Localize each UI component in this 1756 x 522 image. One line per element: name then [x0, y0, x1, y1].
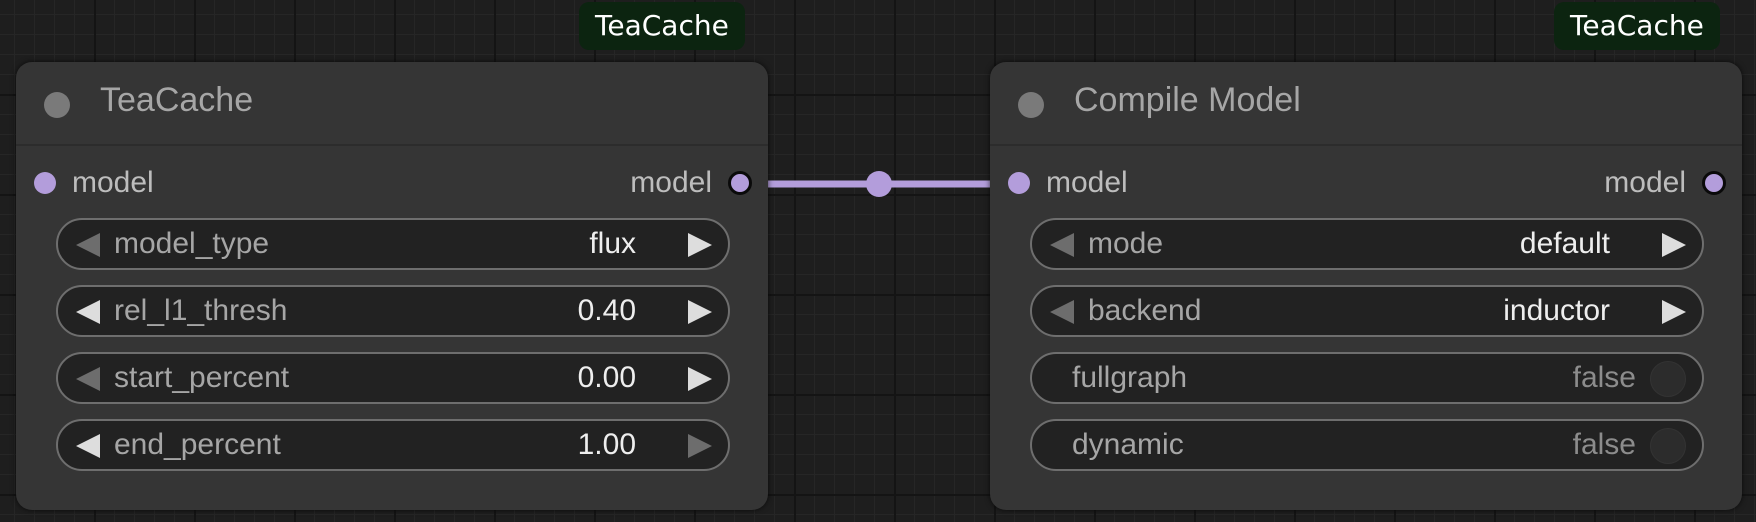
increment-arrow-icon[interactable] — [688, 233, 712, 257]
toggle-value: false — [1572, 428, 1636, 461]
output-slot-model[interactable] — [1702, 171, 1726, 195]
widget-end-percent[interactable]: end_percent 1.00 — [56, 419, 730, 471]
widget-value: 1.00 — [577, 428, 636, 461]
widget-label: dynamic — [1072, 428, 1184, 461]
io-row: model model — [990, 166, 1742, 202]
widget-label: rel_l1_thresh — [114, 294, 288, 327]
input-label: model — [1046, 166, 1128, 199]
collapse-dot-icon[interactable] — [1018, 92, 1044, 118]
widget-value: 0.00 — [577, 361, 636, 394]
increment-arrow-icon[interactable] — [1662, 300, 1686, 324]
teacache-node[interactable]: TeaCache model model model_type flux rel… — [16, 62, 768, 510]
node-badge-teacache: TeaCache — [579, 2, 745, 50]
decrement-arrow-icon[interactable] — [1050, 233, 1074, 257]
compile-model-node[interactable]: Compile Model model model mode default b… — [990, 62, 1742, 510]
collapse-dot-icon[interactable] — [44, 92, 70, 118]
output-slot-model[interactable] — [728, 171, 752, 195]
output-label: model — [630, 166, 712, 199]
increment-arrow-icon[interactable] — [688, 434, 712, 458]
widget-model-type[interactable]: model_type flux — [56, 218, 730, 270]
widget-label: mode — [1088, 227, 1164, 260]
widget-value: inductor — [1503, 294, 1610, 327]
decrement-arrow-icon[interactable] — [76, 434, 100, 458]
increment-arrow-icon[interactable] — [1662, 233, 1686, 257]
widget-start-percent[interactable]: start_percent 0.00 — [56, 352, 730, 404]
decrement-arrow-icon[interactable] — [1050, 300, 1074, 324]
widget-label: start_percent — [114, 361, 290, 394]
decrement-arrow-icon[interactable] — [76, 300, 100, 324]
decrement-arrow-icon[interactable] — [76, 367, 100, 391]
output-label: model — [1604, 166, 1686, 199]
input-slot-model[interactable] — [1008, 172, 1030, 194]
decrement-arrow-icon[interactable] — [76, 233, 100, 257]
io-row: model model — [16, 166, 768, 202]
widget-label: end_percent — [114, 428, 281, 461]
widget-value: flux — [589, 227, 636, 260]
link-midpoint-handle[interactable] — [866, 171, 892, 197]
toggle-value: false — [1572, 361, 1636, 394]
widget-rel-l1-thresh[interactable]: rel_l1_thresh 0.40 — [56, 285, 730, 337]
node-header[interactable]: TeaCache — [16, 62, 768, 146]
node-header[interactable]: Compile Model — [990, 62, 1742, 146]
node-title: Compile Model — [1074, 81, 1301, 119]
widget-label: fullgraph — [1072, 361, 1188, 394]
increment-arrow-icon[interactable] — [688, 367, 712, 391]
input-slot-model[interactable] — [34, 172, 56, 194]
node-title: TeaCache — [100, 81, 254, 119]
widget-label: model_type — [114, 227, 270, 260]
toggle-knob-icon[interactable] — [1650, 428, 1686, 464]
toggle-fullgraph[interactable]: fullgraph false — [1030, 352, 1704, 404]
widget-value: 0.40 — [577, 294, 636, 327]
toggle-dynamic[interactable]: dynamic false — [1030, 419, 1704, 471]
input-label: model — [72, 166, 154, 199]
increment-arrow-icon[interactable] — [688, 300, 712, 324]
widget-value: default — [1519, 227, 1610, 260]
widget-backend[interactable]: backend inductor — [1030, 285, 1704, 337]
toggle-knob-icon[interactable] — [1650, 361, 1686, 397]
widget-label: backend — [1088, 294, 1202, 327]
widget-mode[interactable]: mode default — [1030, 218, 1704, 270]
node-badge-compile: TeaCache — [1554, 2, 1720, 50]
